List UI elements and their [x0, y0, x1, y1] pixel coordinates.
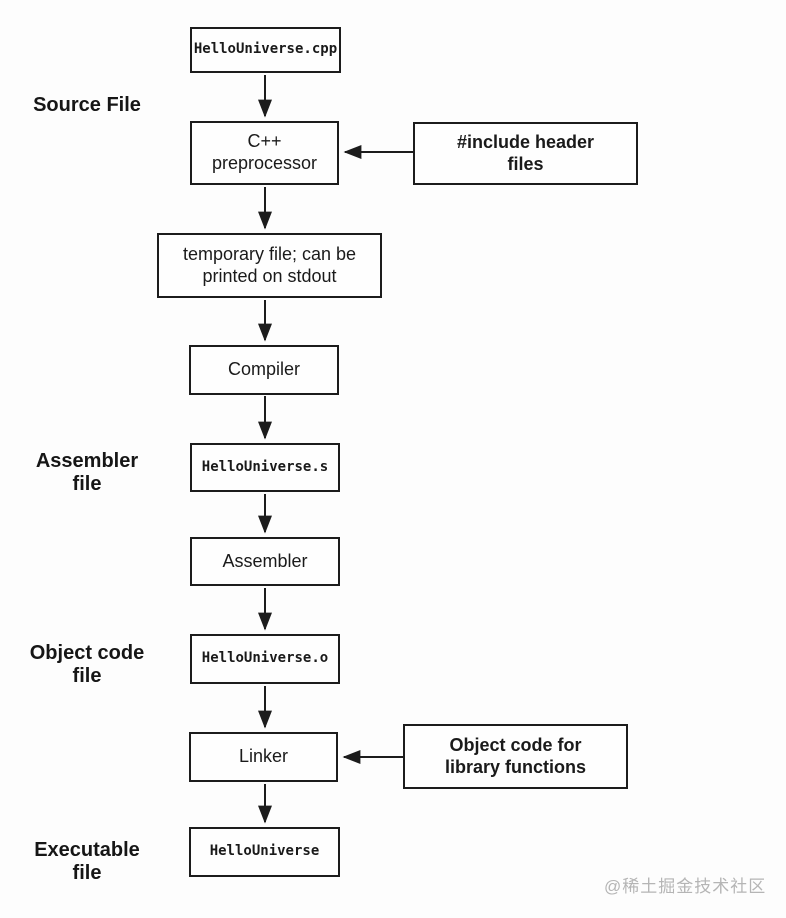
node-include-headers-box: #include header files — [413, 122, 638, 185]
watermark-text: @稀土掘金技术社区 — [604, 877, 767, 896]
node-linker-box: Linker — [189, 732, 338, 782]
label-object-code-file: Object code file — [29, 642, 145, 687]
node-object-lib-box: Object code for library functions — [403, 724, 628, 789]
node-preprocessor-box: C++ preprocessor — [190, 121, 339, 185]
node-assembler-box: Assembler — [190, 537, 340, 586]
node-object-file-box: HelloUniverse.o — [190, 634, 340, 684]
node-temporary-file-box: temporary file; can be printed on stdout — [157, 233, 382, 298]
node-executable-box: HelloUniverse — [189, 827, 340, 877]
label-assembler-file: Assembler file — [35, 450, 139, 495]
label-executable-file: Executable file — [34, 839, 140, 884]
node-source-file-box: HelloUniverse.cpp — [190, 27, 341, 73]
node-assembly-file-box: HelloUniverse.s — [190, 443, 340, 492]
label-source-file: Source File — [33, 94, 141, 116]
node-compiler-box: Compiler — [189, 345, 339, 395]
